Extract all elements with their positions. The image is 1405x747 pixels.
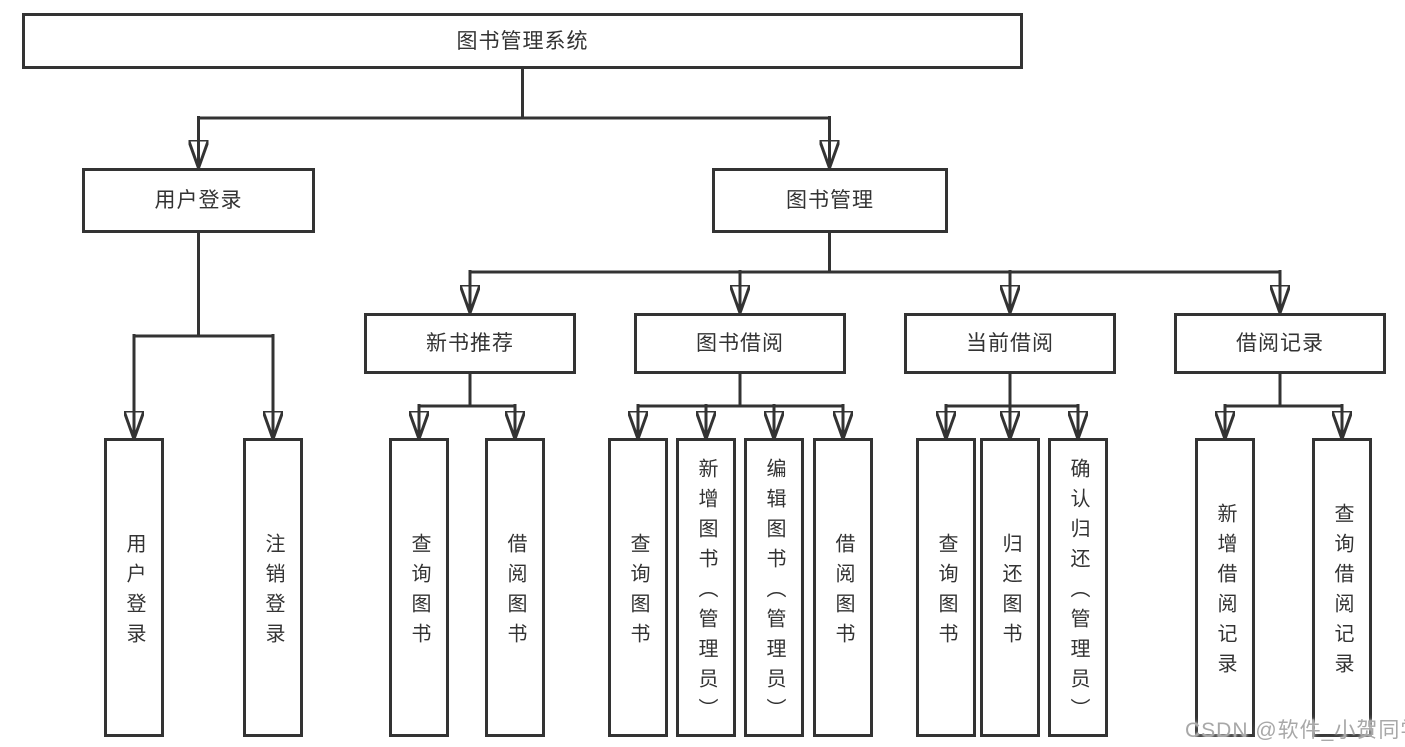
- leaf-borrow-books-label: 借阅图书: [832, 532, 854, 653]
- leaf-add-borrow-record: 新增借阅记录: [1195, 438, 1255, 737]
- leaf-edit-books-admin: 编辑图书（管理员）: [744, 438, 804, 737]
- node-new-book-recommend: 新书推荐: [364, 313, 576, 374]
- leaf-borrow-books-recommend-label: 借阅图书: [504, 532, 526, 653]
- leaf-return-books: 归还图书: [980, 438, 1040, 737]
- leaf-user-login: 用户登录: [104, 438, 164, 737]
- node-root-label: 图书管理系统: [456, 29, 589, 53]
- leaf-confirm-return-admin-label: 确认归还（管理员）: [1067, 457, 1089, 728]
- leaf-query-books-recommend: 查询图书: [389, 438, 449, 737]
- node-book-borrow: 图书借阅: [634, 313, 846, 374]
- leaf-edit-books-admin-label: 编辑图书（管理员）: [763, 457, 785, 728]
- leaf-logout-label: 注销登录: [262, 532, 284, 653]
- connector-borrow-records-children: [1225, 374, 1342, 438]
- leaf-query-books-borrow: 查询图书: [608, 438, 668, 737]
- connector-new-book-recommend-children: [419, 374, 515, 438]
- leaf-logout: 注销登录: [243, 438, 303, 737]
- connector-book-borrow-children: [638, 374, 843, 438]
- node-book-borrow-label: 图书借阅: [696, 332, 784, 355]
- leaf-add-books-admin-label: 新增图书（管理员）: [695, 457, 717, 728]
- node-book-management-label: 图书管理: [786, 189, 874, 212]
- connector-book-management-children: [470, 233, 1280, 312]
- connector-current-borrow-children: [946, 374, 1078, 438]
- node-borrow-records-label: 借阅记录: [1236, 332, 1324, 355]
- leaf-confirm-return-admin: 确认归还（管理员）: [1048, 438, 1108, 737]
- node-book-management: 图书管理: [712, 168, 948, 233]
- node-root: 图书管理系统: [22, 13, 1023, 69]
- leaf-query-books-current: 查询图书: [916, 438, 976, 737]
- leaf-add-borrow-record-label: 新增借阅记录: [1214, 502, 1236, 683]
- leaf-query-books-recommend-label: 查询图书: [408, 532, 430, 653]
- node-current-borrow-label: 当前借阅: [966, 332, 1054, 355]
- leaf-borrow-books-recommend: 借阅图书: [485, 438, 545, 737]
- leaf-return-books-label: 归还图书: [999, 532, 1021, 653]
- connector-root-to-level2: [199, 69, 830, 167]
- node-borrow-records: 借阅记录: [1174, 313, 1386, 374]
- leaf-query-borrow-record-label: 查询借阅记录: [1331, 502, 1353, 683]
- node-user-login-label: 用户登录: [154, 189, 243, 212]
- node-current-borrow: 当前借阅: [904, 313, 1116, 374]
- watermark: CSDN @软件_小贺同学: [1185, 719, 1405, 742]
- leaf-add-books-admin: 新增图书（管理员）: [676, 438, 736, 737]
- leaf-borrow-books: 借阅图书: [813, 438, 873, 737]
- leaf-user-login-label: 用户登录: [123, 532, 145, 653]
- node-new-book-recommend-label: 新书推荐: [426, 332, 514, 355]
- connector-user-login-children: [134, 233, 273, 438]
- leaf-query-books-borrow-label: 查询图书: [627, 532, 649, 653]
- leaf-query-borrow-record: 查询借阅记录: [1312, 438, 1372, 737]
- node-user-login: 用户登录: [82, 168, 315, 233]
- leaf-query-books-current-label: 查询图书: [935, 532, 957, 653]
